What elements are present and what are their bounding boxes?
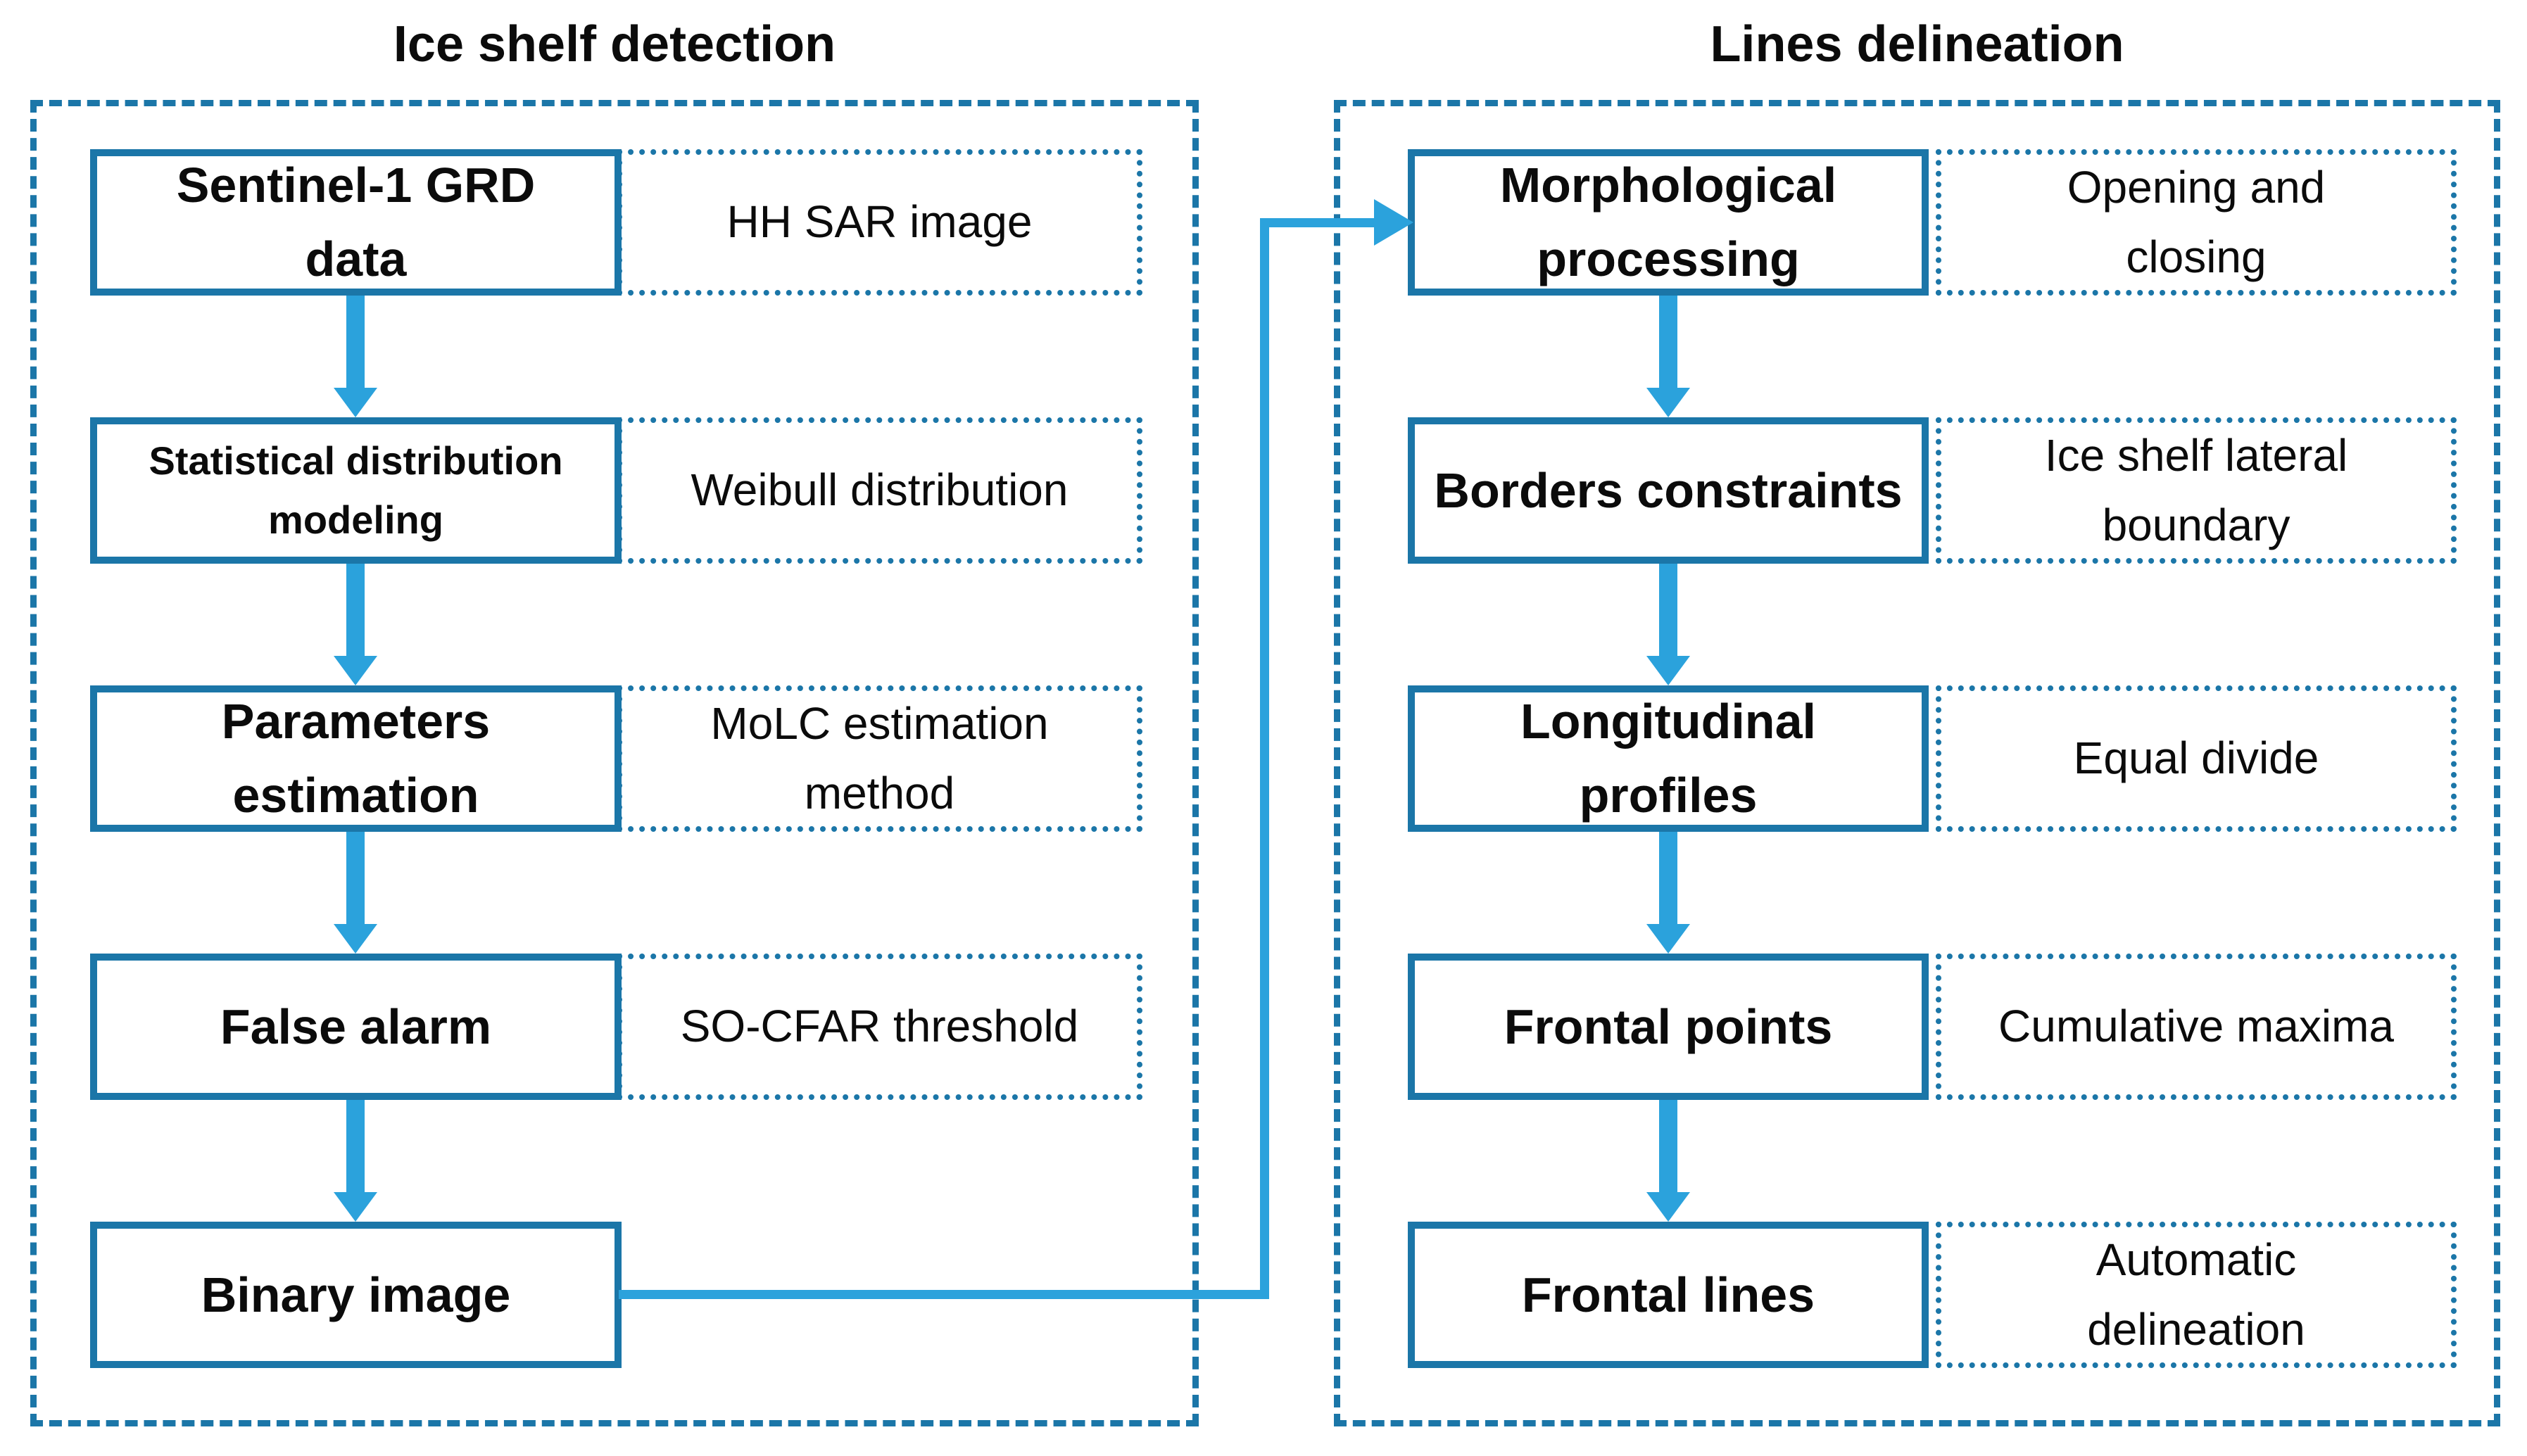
annotation-label: Automatic delineation [2087,1234,2305,1355]
connector-line-horizontal-bottom [619,1290,1269,1299]
step-label: Sentinel-1 GRD data [176,158,536,286]
step-label: Longitudinal profiles [1520,694,1816,823]
step-box-longitudinal-profiles: Longitudinal profiles [1408,685,1929,832]
annotation-box-equal-divide: Equal divide [1936,685,2457,832]
annotation-box-hh-sar-image: HH SAR image [617,149,1142,296]
step-box-false-alarm: False alarm [90,954,622,1100]
step-label: Statistical distribution modeling [149,438,563,542]
connector-line-vertical [1260,218,1269,1299]
step-box-parameters-estimation: Parameters estimation [90,685,622,832]
annotation-label: Opening and closing [2067,161,2326,282]
step-label: Parameters estimation [221,694,491,823]
section-container-lines-delineation [1334,100,2500,1426]
flow-arrow-down [1646,1100,1690,1222]
flow-arrow-down [334,296,377,417]
annotation-box-automatic-delineation: Automatic delineation [1936,1222,2457,1368]
step-label: Borders constraints [1434,462,1903,518]
annotation-label: SO-CFAR threshold [680,1001,1079,1052]
section-container-ice-shelf-detection [30,100,1199,1426]
step-box-morphological-processing: Morphological processing [1408,149,1929,296]
step-label: Binary image [201,1267,511,1322]
step-box-frontal-lines: Frontal lines [1408,1222,1929,1368]
flow-arrow-down [334,832,377,954]
annotation-box-cumulative-maxima: Cumulative maxima [1936,954,2457,1100]
annotation-box-so-cfar-threshold: SO-CFAR threshold [617,954,1142,1100]
connector-line-horizontal-top [1260,218,1374,227]
annotation-label: HH SAR image [726,196,1033,248]
connector-arrowhead-right [1374,199,1413,246]
step-box-borders-constraints: Borders constraints [1408,417,1929,564]
step-box-binary-image: Binary image [90,1222,622,1368]
step-box-sentinel-1-grd-data: Sentinel-1 GRD data [90,149,622,296]
annotation-label: Ice shelf lateral boundary [2044,429,2348,550]
annotation-label: Weibull distribution [691,464,1069,516]
flow-arrow-down [334,564,377,685]
annotation-box-weibull-distribution: Weibull distribution [617,417,1142,564]
flow-arrow-down [1646,564,1690,685]
flow-arrow-down [1646,296,1690,417]
step-box-statistical-distribution-modeling: Statistical distribution modeling [90,417,622,564]
step-label: Frontal points [1504,999,1833,1054]
annotation-box-molc-estimation-method: MoLC estimation method [617,685,1142,832]
section-title-lines-delineation: Lines delineation [1710,15,2124,72]
annotation-box-ice-shelf-lateral-boundary: Ice shelf lateral boundary [1936,417,2457,564]
step-box-frontal-points: Frontal points [1408,954,1929,1100]
annotation-box-opening-and-closing: Opening and closing [1936,149,2457,296]
annotation-label: Equal divide [2073,733,2319,784]
step-label: False alarm [220,999,492,1054]
step-label: Morphological processing [1499,158,1837,286]
flow-arrow-down [334,1100,377,1222]
annotation-label: MoLC estimation method [710,697,1049,818]
annotation-label: Cumulative maxima [1998,1001,2394,1052]
flow-arrow-down [1646,832,1690,954]
section-title-ice-shelf-detection: Ice shelf detection [393,15,836,72]
step-label: Frontal lines [1521,1267,1815,1322]
